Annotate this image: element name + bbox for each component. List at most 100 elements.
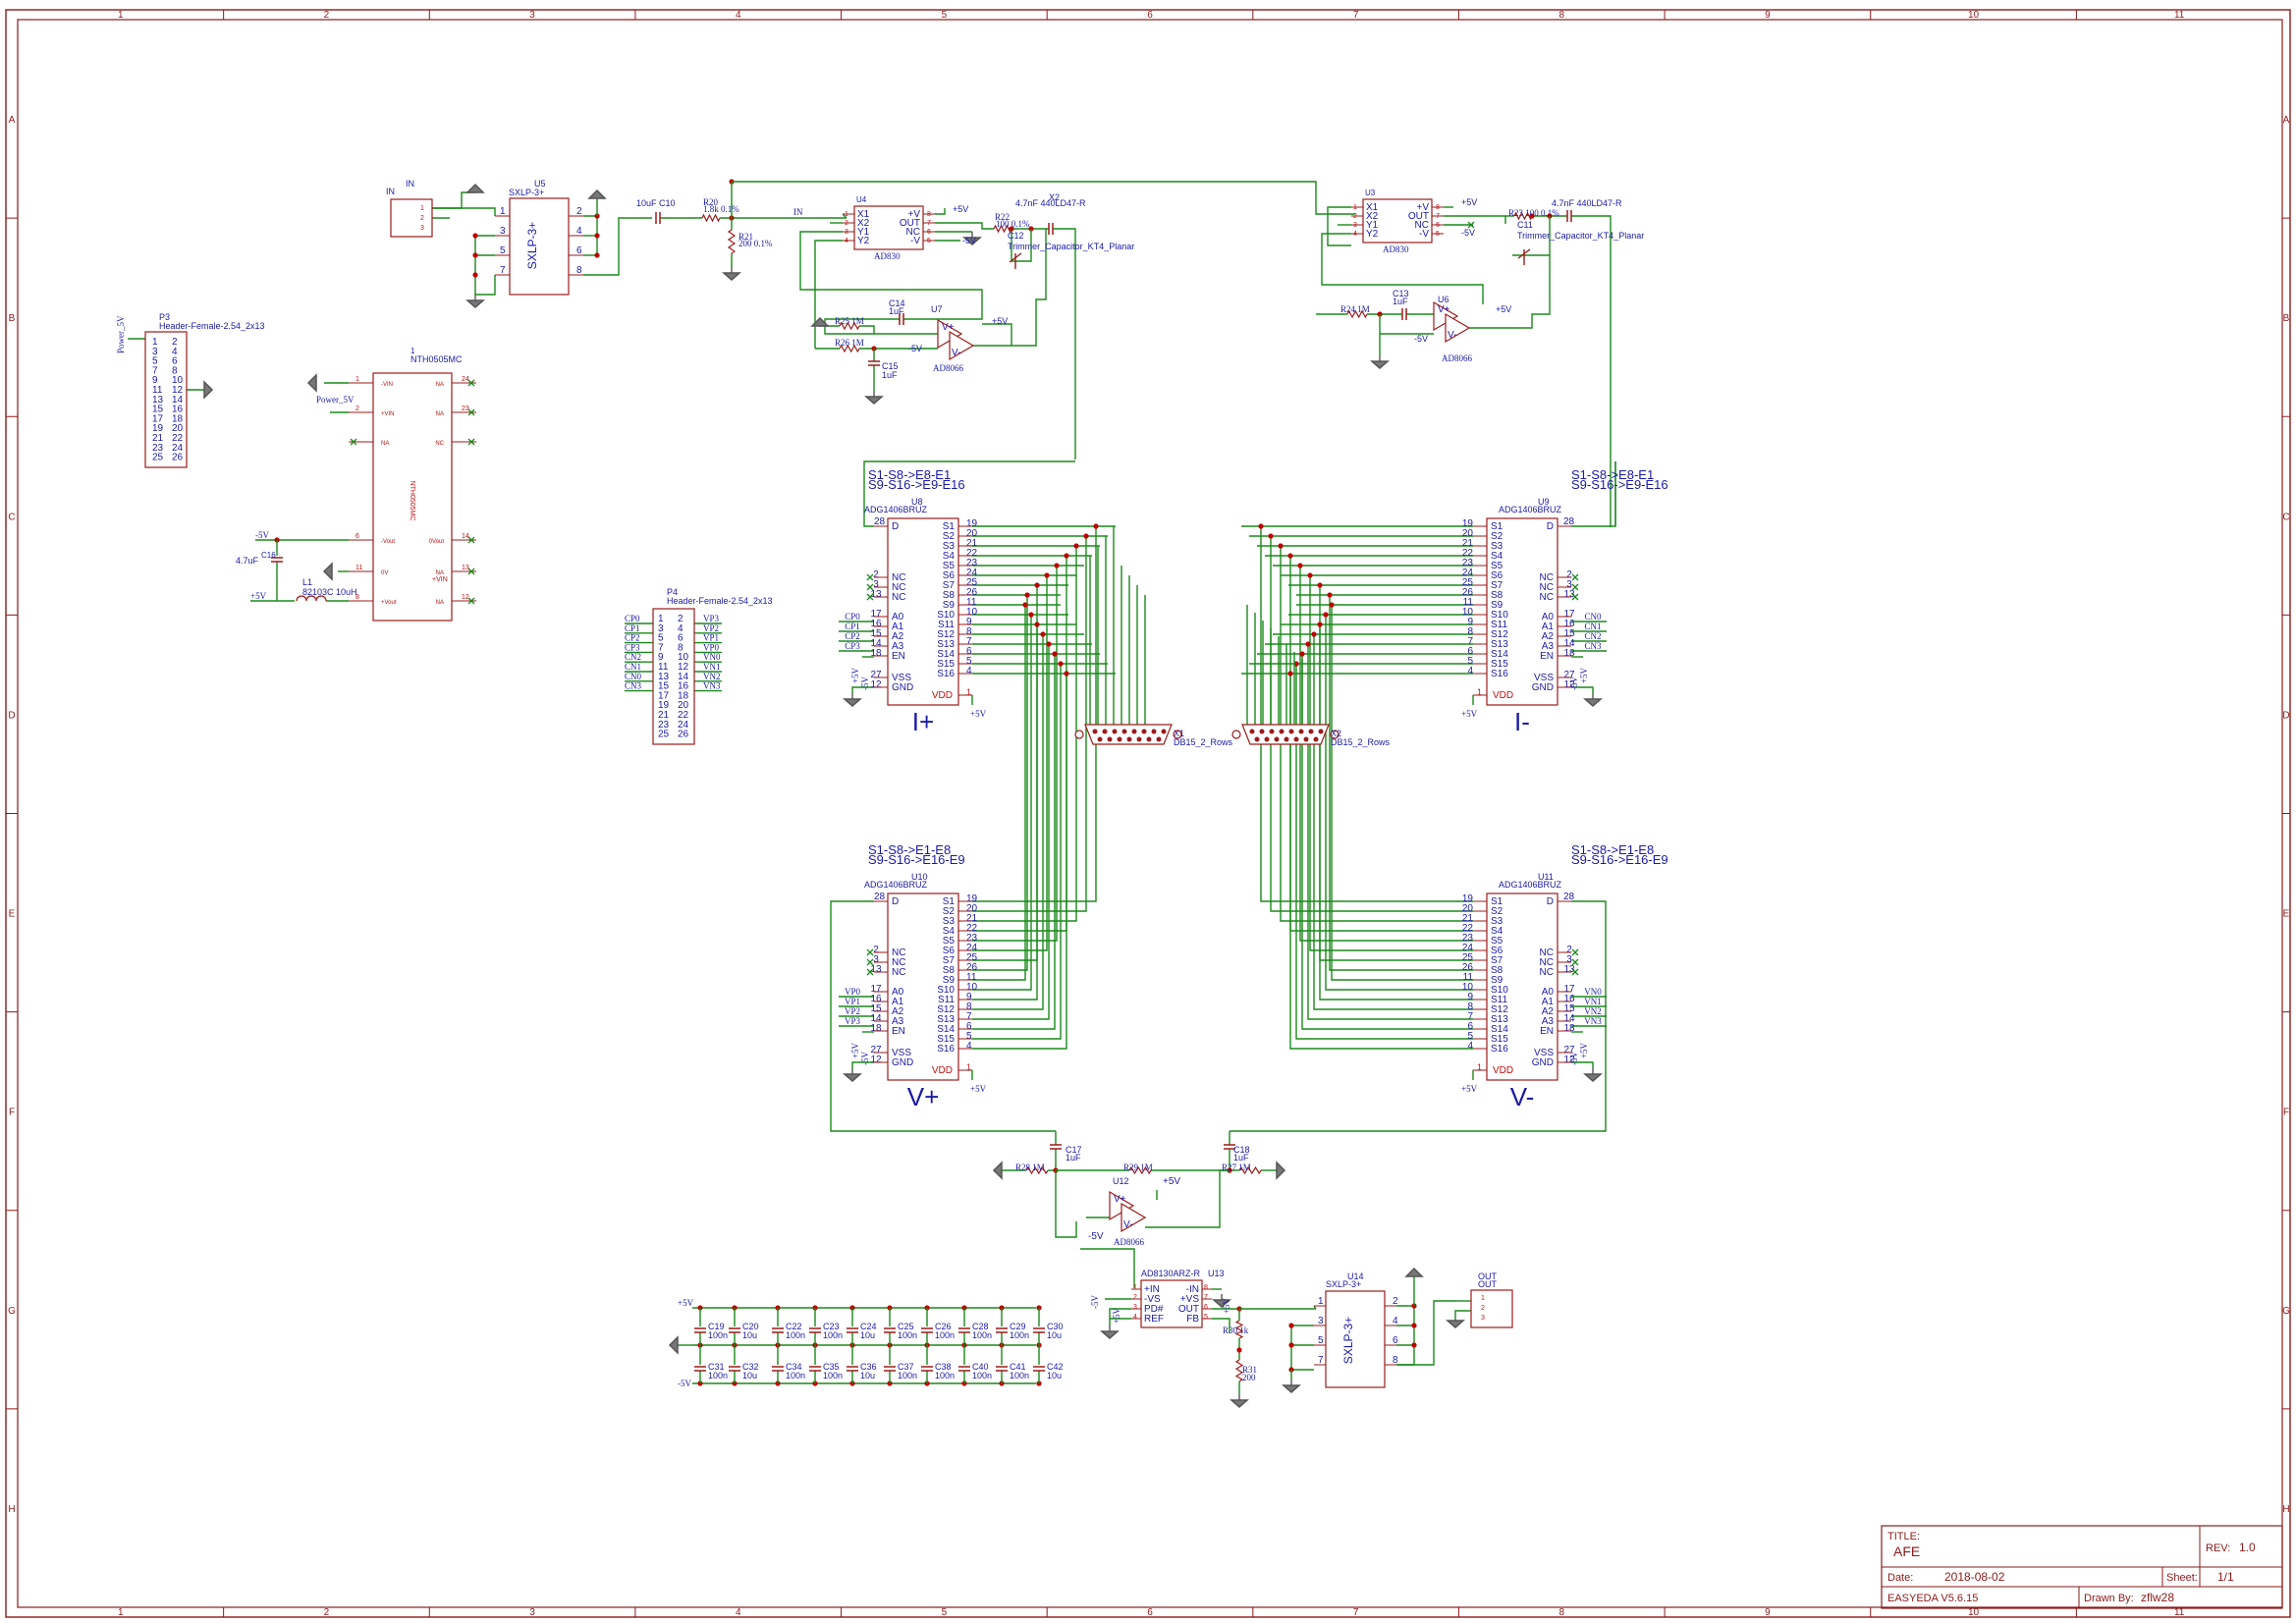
- u8-adg1406-s-num: 4: [966, 666, 972, 676]
- nth-pin-right-num: 13: [462, 565, 469, 571]
- x1-db15: [1074, 724, 1182, 745]
- x2-db15-pin-row1: [1288, 729, 1294, 734]
- p4-net-left: CN1: [625, 662, 641, 672]
- decap-bottom-ref: C34: [786, 1362, 802, 1372]
- u8-adg1406-s-num: 26: [966, 587, 978, 598]
- wire-u6-fb: [1393, 284, 1484, 304]
- u9-adg1406-s-num: 10: [1462, 607, 1474, 618]
- u8-adg1406-s-label: S8: [943, 590, 956, 601]
- p3-pin-odd: 9: [152, 375, 158, 386]
- u11-adg1406-a-label: A3: [1542, 1016, 1555, 1027]
- wire-r22-in: [972, 222, 994, 230]
- u8-adg1406-s-label: S7: [943, 580, 956, 591]
- u11-adg1406-s-label: S9: [1491, 975, 1503, 986]
- c18-value: 1uF: [1233, 1153, 1249, 1163]
- u8-adg1406-s-num: 7: [966, 636, 972, 647]
- decap-bottom-ref: C40: [972, 1362, 989, 1372]
- wire-u10-s: [972, 526, 1097, 902]
- u13-pin-left-num: 1: [1133, 1284, 1137, 1291]
- junction-dot: [472, 252, 478, 258]
- u6-ad8066: V+V-: [1433, 300, 1471, 344]
- u8-adg1406-wire-gnd: [851, 686, 874, 693]
- row-label-right: F: [2283, 1108, 2289, 1118]
- p4-pin-odd: 1: [658, 614, 664, 624]
- decap-top-value: 100n: [823, 1330, 843, 1340]
- u9-adg1406-note-1: S1-S8->E8-E1: [1571, 467, 1654, 482]
- u10-adg1406-a-net: VP2: [845, 1006, 860, 1016]
- u11-adg1406-note-1: S1-S8->E1-E8: [1571, 842, 1654, 857]
- u10-adg1406-note-2: S9-S16->E16-E9: [868, 852, 965, 867]
- u8-adg1406-a-label: A2: [892, 631, 904, 642]
- decap-bottom-value: 100n: [898, 1371, 917, 1380]
- u8-adg1406-s-label: S1: [943, 521, 956, 532]
- junction-dot: [1329, 602, 1335, 608]
- u11-adg1406-vdd-pwr: +5V: [1461, 1084, 1478, 1094]
- r20-resistor: [701, 213, 721, 223]
- u11-adg1406-s-num: 20: [1462, 903, 1474, 914]
- x2-db15-pin-row2: [1313, 736, 1319, 742]
- u9-adg1406-s-num: 5: [1467, 656, 1473, 667]
- decap-top-ref: C19: [708, 1322, 725, 1331]
- u7-part: AD8066: [933, 363, 963, 373]
- u9-adg1406-s-label: S7: [1491, 580, 1503, 591]
- row-label-right: G: [2282, 1306, 2290, 1317]
- u10-adg1406-a-label: A0: [892, 987, 904, 998]
- x1-db15-part: DB15_2_Rows: [1174, 737, 1233, 747]
- u9-adg1406-s-num: 9: [1467, 617, 1473, 627]
- decap-bottom-ref: C37: [898, 1362, 914, 1372]
- p3-ref: P3: [159, 312, 170, 322]
- wire-u4-pwr: [935, 208, 946, 215]
- p3-pin-odd: 1: [152, 337, 158, 348]
- ground-u14-right: [1404, 1267, 1424, 1277]
- ground-u13-in: [1212, 1299, 1231, 1308]
- u4-ad830-pin-left-label: X1: [857, 209, 870, 220]
- u12-ref: U12: [1113, 1176, 1129, 1186]
- u10-adg1406-en-num: 18: [870, 1023, 882, 1034]
- u10-adg1406-s-label: S10: [937, 985, 955, 996]
- r27-label: R27 1M: [1222, 1163, 1251, 1172]
- u9-adg1406-s-num: 19: [1462, 518, 1474, 529]
- u4-pwr-pos: +5V: [953, 204, 968, 214]
- u5-body-text: SXLP-3+: [525, 222, 539, 269]
- u6-pwr-neg: -5V: [1414, 334, 1428, 344]
- junction-dot: [1288, 1342, 1294, 1348]
- u10-adg1406-s-label: S3: [943, 916, 956, 927]
- junction-dot: [1288, 1323, 1294, 1328]
- u11-adg1406-a-label: A0: [1542, 987, 1555, 998]
- wire-u13-fb: [1212, 1318, 1230, 1333]
- u11-adg1406-nc-num: 2: [1566, 945, 1572, 955]
- inner-border: [17, 19, 2283, 1608]
- u11-adg1406-en-num: 18: [1563, 1023, 1575, 1034]
- in-connector-pin: 2: [420, 215, 424, 222]
- wire-u11-s: [1325, 615, 1473, 991]
- c13-label: C13: [1393, 289, 1409, 298]
- u8-adg1406-s-label: S15: [937, 659, 955, 670]
- u11-adg1406-note-2: S9-S16->E16-E9: [1571, 852, 1668, 867]
- x2-db15-pin-row1: [1308, 729, 1314, 734]
- no-connect-mark: [467, 438, 475, 446]
- u8-adg1406-nc-label: NC: [892, 592, 905, 603]
- u10-adg1406-s-label: S12: [937, 1004, 955, 1015]
- ground-p3: [203, 380, 214, 400]
- u13-pin-left: PD#: [1144, 1304, 1164, 1315]
- decap-top-ref: C22: [786, 1322, 802, 1331]
- p3-pin-odd: 7: [152, 365, 158, 376]
- row-label-left: G: [8, 1306, 16, 1317]
- p3-pin-even: 22: [172, 433, 184, 444]
- no-connect-mark: [467, 597, 475, 605]
- decap-top-ref: C20: [742, 1322, 759, 1331]
- u10-adg1406-a-label: A2: [892, 1006, 904, 1017]
- p3-pin-even: 12: [172, 385, 184, 396]
- u12-ad8066-vminus: V-: [1123, 1219, 1132, 1230]
- out-connector-name: OUT: [1478, 1279, 1498, 1289]
- wire-u10-s: [972, 674, 1067, 1050]
- wire-u10-s: [972, 654, 1056, 1030]
- u8-adg1406-a-num: 17: [870, 609, 882, 620]
- u8-adg1406-a-label: A3: [892, 641, 904, 652]
- in-connector-pin: 1: [420, 205, 424, 212]
- no-connect-mark: [1571, 593, 1579, 601]
- u10-adg1406-s-label: S16: [937, 1044, 955, 1055]
- r25-label: R25 1M: [835, 316, 864, 326]
- wire-u10-s: [972, 575, 1048, 951]
- u8-adg1406-s-label: S2: [943, 531, 956, 542]
